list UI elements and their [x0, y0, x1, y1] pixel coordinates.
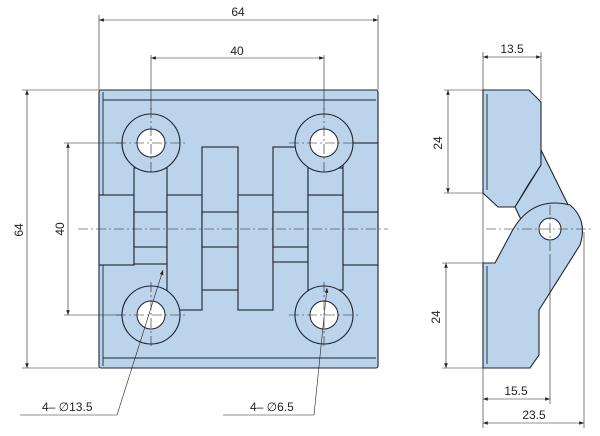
leaf-thickness-dimension: 13.5 [500, 42, 524, 56]
lower-leaf [482, 202, 583, 369]
knuckle-segments [98, 142, 379, 311]
hole-spacing-vertical-dimension: 40 [53, 222, 67, 236]
overall-depth-dimension: 23.5 [522, 408, 546, 422]
height-dimension: 64 [12, 223, 26, 237]
hole-spacing-horizontal-dimension: 40 [230, 44, 244, 58]
upper-leaf-dimension: 24 [431, 136, 445, 150]
lower-leaf-dimension: 24 [429, 310, 443, 324]
hole-callout: 4– ∅6.5 [250, 400, 294, 414]
width-dimension: 64 [231, 5, 245, 19]
pivot-offset-dimension: 15.5 [504, 384, 528, 398]
side-view: 13.5 24 24 15.5 23.5 [429, 42, 592, 428]
counterbore-callout: 4– ∅13.5 [42, 400, 93, 414]
front-view: 64 40 64 40 4– ∅13.5 4– ∅6.5 [12, 5, 388, 416]
